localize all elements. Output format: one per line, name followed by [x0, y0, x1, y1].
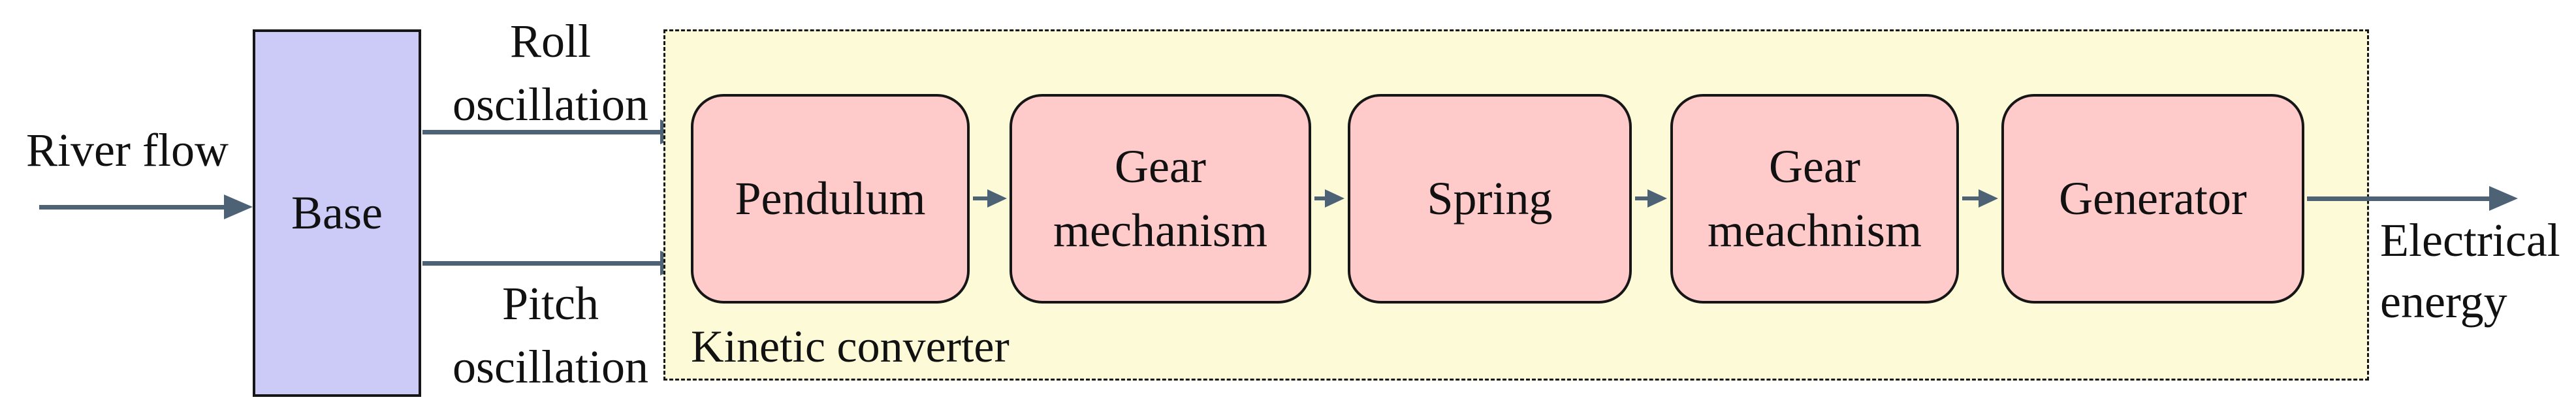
arrow-shaft	[1962, 196, 1981, 200]
arrow-shaft	[422, 260, 663, 266]
arrow-head	[1647, 189, 1667, 208]
pitch-line2: oscillation	[453, 341, 648, 394]
arrow-shaft	[39, 204, 227, 210]
pitch-oscillation-label: Pitch oscillation	[422, 272, 678, 399]
arrow-shaft	[973, 196, 990, 200]
kinetic-converter-label: Kinetic converter	[691, 322, 1010, 372]
arrow-head	[224, 195, 253, 219]
stage-pendulum: Pendulum	[691, 94, 970, 304]
base-label: Base	[291, 187, 383, 239]
stage-generator: Generator	[2001, 94, 2304, 304]
roll-line1: Roll	[509, 15, 592, 67]
electrical-line2: energy	[2380, 275, 2507, 328]
base-box: Base	[253, 29, 421, 397]
arrow-head	[1979, 189, 1998, 208]
electrical-line1: Electrical	[2380, 214, 2560, 266]
arrow-head	[987, 189, 1007, 208]
arrow-shaft	[1635, 196, 1650, 200]
stage-label-line2: mechanism	[1053, 204, 1267, 257]
arrow-shaft	[422, 129, 663, 134]
stage-label-line1: Spring	[1427, 172, 1553, 225]
stage-gear-mechanism: Gear mechanism	[1010, 94, 1311, 304]
stage-label-line1: Gear	[1115, 140, 1206, 193]
stage-label-line1: Gear	[1769, 140, 1860, 193]
pitch-line1: Pitch	[501, 277, 599, 330]
roll-oscillation-label: Roll oscillation	[422, 10, 678, 136]
stage-label-line1: Generator	[2059, 172, 2247, 225]
river-flow-label: River flow	[7, 119, 248, 182]
stage-gear-meachnism: Gear meachnism	[1670, 94, 1959, 304]
arrow-head	[2489, 186, 2518, 211]
stage-label-line1: Pendulum	[735, 172, 926, 225]
roll-line2: oscillation	[453, 78, 648, 131]
river-flow-text: River flow	[26, 124, 229, 176]
stage-label-line2: meachnism	[1708, 204, 1922, 257]
arrow-head	[1325, 189, 1344, 208]
arrow-shaft	[2307, 196, 2492, 201]
arrow-shaft	[1314, 196, 1328, 200]
stage-spring: Spring	[1348, 94, 1632, 304]
electrical-energy-label: Electrical energy	[2380, 210, 2576, 332]
